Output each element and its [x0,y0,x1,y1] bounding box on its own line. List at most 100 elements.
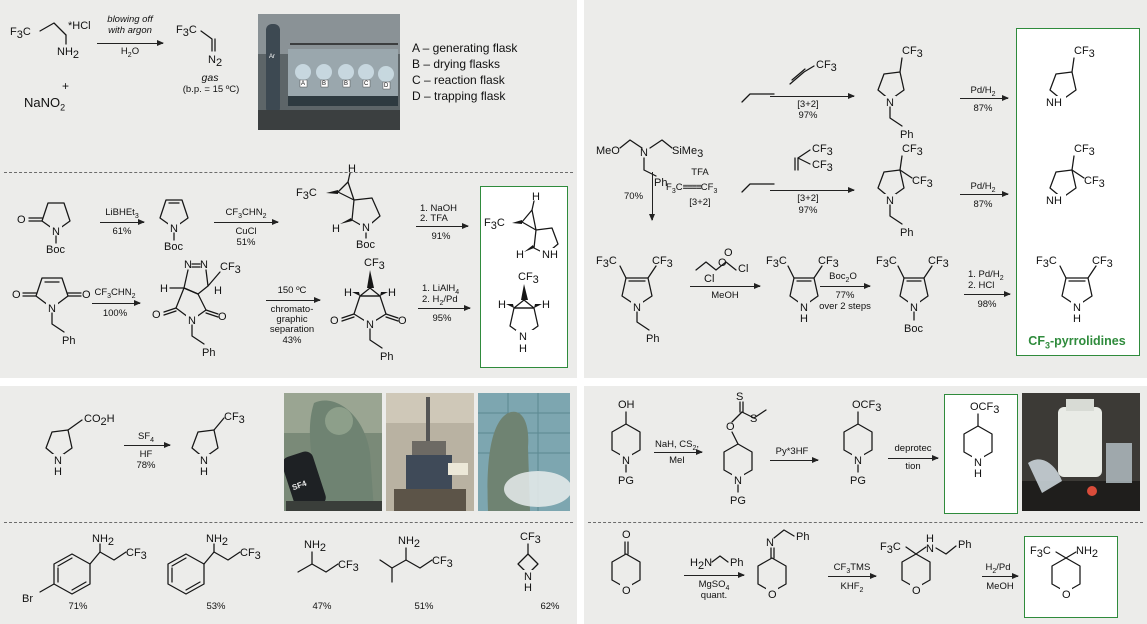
svg-text:N: N [519,331,527,343]
svg-text:N: N [800,302,808,314]
svg-text:N: N [633,302,641,314]
photo-autoclave [386,393,474,511]
pyrazoline-adduct-structure: N N CF3 H H O O N Ph [152,259,241,359]
svg-text:CF3: CF3 [224,411,245,426]
yield-77: 77% [835,290,855,301]
photo-flask-a: A [301,81,306,87]
svg-text:N: N [886,195,894,207]
tfa-reagent: 2. TFA [420,213,448,224]
product-4-ocf3-piperidine: OCF3 N H [963,401,999,480]
yield-98: 98% [977,299,997,310]
svg-text:O: O [17,214,26,226]
arrow-reduction-2 [418,304,471,311]
svg-text:N: N [184,259,192,271]
mei-reagent: MeI [669,455,685,466]
photo-fume-hood-worker [478,393,570,511]
n-benzyl-4-cf3-oxan-4-amine: F3C H N Ph O [880,533,971,597]
svg-text:CF3: CF3 [1074,143,1095,158]
svg-text:N: N [766,537,774,549]
methyl-trifluoropentanamine: NH2 CF3 [379,535,453,583]
svg-text:PG: PG [730,495,746,507]
yield-78: 78% [136,460,156,471]
trifluorobutan-2-amine: NH2 CF3 [297,539,359,574]
yield-87-b: 87% [973,199,993,210]
svg-text:N: N [366,319,374,331]
svg-text:O: O [724,247,733,259]
arrow-reduction [100,218,145,225]
svg-text:O: O [398,315,407,327]
plus-sign: + [62,79,70,93]
svg-text:O: O [1062,589,1071,601]
legend-c: C – reaction flask [412,73,505,87]
svg-text:CF3: CF3 [652,255,673,270]
tetrahydropyran-4-one: O O [611,529,641,597]
bromophenyl-trifluorobutylamine: Br NH2 CF3 [22,533,147,605]
svg-text:N: N [200,455,208,467]
arrow-trifluoromethylation [828,572,877,579]
cucl-reagent: CuCl [235,226,257,237]
n-boc-3-4-bis-cf3-pyrroline: F3C CF3 N Boc [876,255,949,335]
nah-cs2-reagent: NaH, CS2, [654,439,700,452]
chromatographic-line2: graphic [276,314,308,325]
svg-text:Br: Br [22,593,33,605]
trifluoropropene-structure: CF3 [789,59,837,85]
reaction-arrow-diazo [97,39,164,46]
heat-condition: 150 ºC [277,285,307,296]
svg-text:H: H [214,285,222,297]
cf3-bicyclic-imide-structure: CF3 H H O O N Ph [330,257,407,363]
svg-text:SiMe3: SiMe3 [672,145,703,160]
photo-flask-c: C [364,81,369,87]
svg-text:N: N [734,475,742,487]
pd-h2-label-a: Pd/H2 [970,85,996,98]
svg-text:Ph: Ph [900,227,913,239]
h2-pd-reagent-2: H2/Pd [985,562,1011,575]
svg-text:N: N [854,455,862,467]
svg-text:Ph: Ph [900,129,913,141]
hf-reagent: HF [139,449,153,460]
svg-text:Ph: Ph [380,351,393,363]
svg-text:N: N [52,226,60,238]
svg-text:H: H [344,287,352,299]
svg-text:F3C: F3C [1030,545,1051,560]
khf2-reagent: KHF2 [840,581,864,594]
svg-text:CF3: CF3 [520,531,541,546]
svg-text:Cl: Cl [704,273,714,285]
svg-text:N: N [926,543,934,555]
svg-text:CO2H: CO2H [84,413,115,428]
yield-62: 62% [540,601,560,612]
svg-text:O: O [768,589,777,601]
svg-text:Ph: Ph [796,531,809,543]
product-3-3-bis-cf3-pyrrolidine: CF3 CF3 NH [1046,143,1105,207]
svg-text:N: N [640,147,648,159]
pyrrolidine-3-carboxylic-acid: CO2H N H [45,413,115,478]
over-two-steps-label: over 2 steps [819,301,871,312]
svg-text:CF3: CF3 [902,143,923,158]
svg-text:Ph: Ph [202,347,215,359]
yield-87-a: 87% [973,103,993,114]
svg-text:O: O [152,309,161,321]
yield-53: 53% [206,601,226,612]
yield-100: 100% [102,308,128,319]
svg-text:H: H [332,223,340,235]
yield-95: 95% [432,313,452,324]
arrow-imine-formation [684,571,745,578]
arrow-debenzylation-b [960,190,1009,197]
arrow-cycloaddition [92,299,141,306]
svg-text:CF3: CF3 [928,255,949,270]
naoh-reagent: 1. NaOH [420,203,457,214]
vertical-arrow-tfa [648,172,655,221]
svg-text:OCF3: OCF3 [970,401,999,416]
svg-text:Cl: Cl [738,263,748,275]
svg-text:N: N [1073,302,1081,314]
yield-97-b: 97% [798,205,818,216]
svg-text:NH: NH [1046,195,1062,207]
svg-text:N: N [362,222,370,234]
product-4-cf3-oxan-4-amine: F3C NH2 O [1030,545,1098,601]
arrow-cycloaddition-a [770,92,855,99]
cf3chn2-reagent-2: CF3CHN2 [94,287,136,300]
svg-text:N: N [886,97,894,109]
piperidine-xanthate: S S O N PG [723,391,767,507]
photo-flask-d: D [384,83,389,89]
photo-flask-b2: B [344,81,349,87]
arrow-deprotection [416,222,469,229]
